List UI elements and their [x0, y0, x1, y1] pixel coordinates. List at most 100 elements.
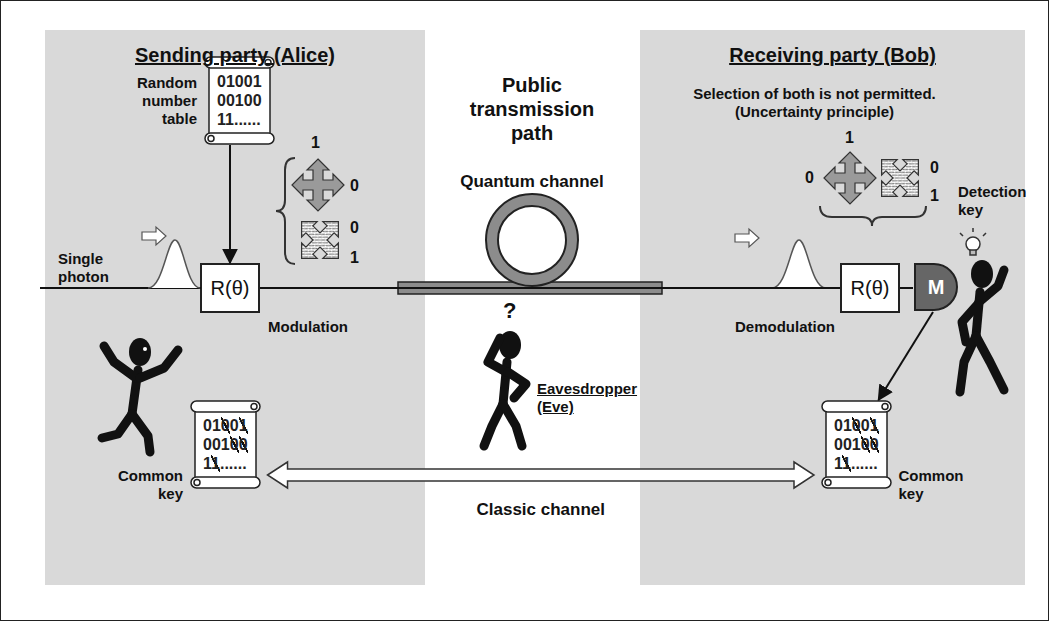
bit-arrow: [229, 145, 231, 263]
label-box: 1: [311, 133, 320, 152]
scroll-roll: [205, 57, 274, 68]
label-box: 0: [350, 176, 359, 195]
bit-char: 0: [230, 417, 239, 434]
scroll-outline: [191, 401, 260, 488]
bit-char: 1: [842, 455, 851, 472]
bit-char: 0: [861, 436, 870, 453]
panel-heading: Receiving party (Bob): [640, 44, 1025, 67]
bit-char: .: [220, 455, 224, 472]
bit-value: 0: [350, 176, 359, 195]
fiber-channel: [398, 200, 662, 294]
bit-char: 0: [217, 92, 226, 109]
alice-figure: [129, 338, 151, 366]
scroll-curl: [208, 136, 214, 142]
detector-label: M: [928, 276, 945, 299]
panel-heading: Sending party (Alice): [45, 44, 425, 67]
bit-value: 1: [930, 186, 939, 205]
random-table-scroll: Random number table 01001 00100 11......: [137, 56, 276, 145]
bit-char: 0: [217, 73, 226, 90]
detector-outline: [915, 264, 957, 310]
bit-char: 0: [212, 436, 221, 453]
bit-char: 1: [226, 73, 235, 90]
scroll-paper: 01001 00100 11......: [189, 400, 262, 489]
scroll-outline: [822, 401, 891, 488]
scroll-curl: [251, 404, 257, 410]
scroll-curl: [194, 480, 200, 486]
bit-char: .: [855, 455, 859, 472]
scroll-curl: [882, 404, 888, 410]
bit-char: .: [242, 455, 246, 472]
eve-figure: [488, 338, 506, 372]
bit-char: 0: [852, 417, 861, 434]
label-box: 0: [930, 158, 939, 177]
quantum-link: [260, 287, 840, 289]
scroll-heading: Random number table: [137, 74, 197, 128]
scroll-curl: [825, 480, 831, 486]
bit-char: 0: [870, 436, 879, 453]
bit-char: .: [256, 111, 260, 128]
bit-char: .: [851, 455, 855, 472]
bit-char: .: [869, 455, 873, 472]
bit-char: 1: [203, 455, 211, 472]
label-box: 1: [350, 248, 359, 267]
label-box: ?: [503, 298, 516, 324]
process-label: Modulation: [268, 318, 348, 336]
light-bulb: [966, 237, 980, 251]
eve-figure: [508, 372, 526, 398]
bit-char: 1: [225, 111, 234, 128]
bit-char: 0: [834, 436, 843, 453]
bit-char: 0: [861, 417, 870, 434]
bit-char: 0: [244, 92, 253, 109]
channel-label: Quantum channel: [432, 172, 632, 192]
bit-char: 0: [221, 417, 230, 434]
eve-figure: [484, 331, 526, 446]
fiber-channel: [492, 200, 572, 280]
bit-char: .: [234, 111, 238, 128]
bit-char: .: [873, 455, 877, 472]
label-box: 0: [805, 168, 814, 187]
party-panel: Sending party (Alice)Random number table…: [45, 30, 425, 585]
bit-char: .: [229, 455, 233, 472]
scroll-outline: [205, 57, 274, 144]
question-mark: ?: [503, 298, 516, 324]
bit-value: 0: [805, 168, 814, 187]
bit-char: 0: [239, 436, 248, 453]
process-label: Demodulation: [735, 318, 835, 336]
light-bulb: [970, 250, 976, 255]
bit-char: 0: [203, 417, 212, 434]
label-box: Quantum channel: [432, 172, 632, 192]
scroll-body: [209, 63, 270, 138]
scroll-paper: 01001 00100 11......: [820, 400, 893, 489]
label-box: 0: [350, 218, 359, 237]
bit-char: .: [238, 455, 242, 472]
bit-char: 0: [843, 436, 852, 453]
bit-char: 1: [235, 92, 244, 109]
optical-link: [900, 287, 913, 289]
bit-char: 0: [226, 92, 235, 109]
bit-char: 1: [212, 417, 221, 434]
bit-char: 0: [203, 436, 212, 453]
bit-char: 1: [239, 417, 248, 434]
bit-char: 1: [870, 417, 879, 434]
eve-figure: [503, 404, 522, 446]
demodulator-box: R(θ): [840, 263, 900, 313]
edge-label: Classic channel: [391, 500, 691, 520]
bit-char: .: [864, 455, 868, 472]
bit-char: 1: [843, 417, 852, 434]
bit-char: 1: [834, 455, 842, 472]
bob-figure: [971, 260, 993, 288]
bit-sequence: 01001 00100 11......: [834, 416, 879, 473]
eve-figure: [484, 404, 503, 446]
bit-char: 1: [221, 436, 230, 453]
scroll-roll: [205, 133, 274, 144]
bit-char: .: [243, 111, 247, 128]
scroll-roll: [822, 477, 891, 488]
scroll-roll: [191, 401, 260, 412]
bit-char: 0: [834, 417, 843, 434]
bit-char: .: [860, 455, 864, 472]
label-box: Eavesdropper (Eve): [537, 380, 647, 416]
detector: M: [913, 262, 959, 312]
scroll-curl: [265, 60, 271, 66]
bit-sequence: 01001 00100 11......: [217, 72, 262, 129]
